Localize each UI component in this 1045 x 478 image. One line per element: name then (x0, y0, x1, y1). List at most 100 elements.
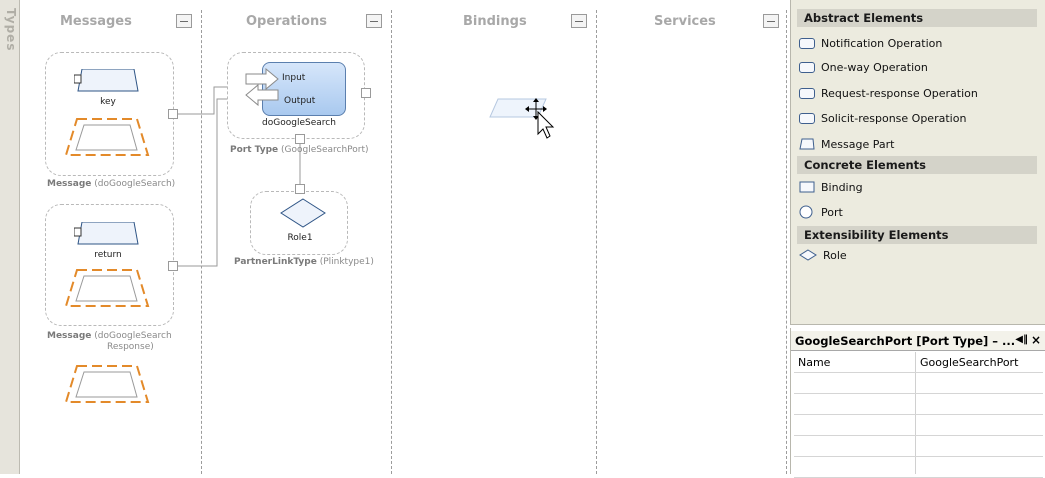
message-caption: Message (doGoogleSearch Response) (47, 331, 172, 353)
operation-icon (799, 112, 815, 124)
operations-header: Operations (246, 14, 327, 29)
operation-icon (799, 37, 815, 49)
column-divider (391, 10, 392, 474)
message-drop-slot[interactable] (62, 268, 152, 308)
caption-name: (doGoogleSearch) (94, 179, 176, 189)
message-caption: Message (doGoogleSearch) (47, 179, 175, 189)
pointer-cursor-icon (537, 110, 555, 139)
palette-panel: Abstract Elements Notification Operation… (790, 0, 1045, 325)
partnerlink-port-square[interactable] (295, 184, 305, 194)
operation-name: doGoogleSearch (262, 118, 336, 128)
property-row[interactable] (794, 436, 1043, 457)
message-drop-slot[interactable] (62, 117, 152, 157)
role-shape[interactable] (279, 198, 327, 228)
property-value[interactable] (916, 373, 920, 394)
porttype-port-square[interactable] (295, 134, 305, 144)
property-name (794, 436, 798, 457)
palette-item-label: Solicit-response Operation (821, 111, 967, 125)
palette-section-abstract[interactable]: Abstract Elements (797, 9, 1037, 27)
bindings-collapse-button[interactable] (571, 14, 587, 28)
palette-item-label: Port (821, 205, 843, 219)
caption-name: (Plinktype1) (319, 257, 374, 267)
new-message-drop-slot[interactable] (62, 364, 152, 404)
palette-item-label: Notification Operation (821, 36, 943, 50)
message-port-square[interactable] (168, 261, 178, 271)
operation-icon (799, 87, 815, 99)
property-value[interactable] (916, 457, 920, 478)
property-row[interactable]: Name GoogleSearchPort (794, 352, 1043, 373)
property-row[interactable] (794, 373, 1043, 394)
bindings-header: Bindings (463, 14, 527, 29)
palette-item-label: One-way Operation (821, 60, 928, 74)
role-label: Role1 (287, 233, 313, 243)
caption-kind: Port Type (230, 145, 279, 155)
types-label: Types (4, 8, 18, 52)
property-row[interactable] (794, 457, 1043, 478)
operation-icon (799, 61, 815, 73)
property-name (794, 457, 798, 478)
palette-item-label: Binding (821, 180, 863, 194)
binding-icon (799, 181, 815, 193)
property-row[interactable] (794, 394, 1043, 415)
messages-collapse-button[interactable] (176, 14, 192, 28)
message-part-label: return (94, 250, 122, 260)
caption-kind: Message (47, 331, 92, 341)
column-divider (596, 10, 597, 474)
message-part-icon (799, 138, 815, 150)
property-value[interactable] (916, 415, 920, 436)
properties-panel: GoogleSearchPort [Port Type] – ... ◀‖ × … (790, 328, 1045, 478)
types-strip[interactable]: Types (0, 0, 20, 474)
porttype-port-square[interactable] (361, 88, 371, 98)
binding-drag-ghost[interactable] (488, 96, 558, 140)
palette-item-notification-operation[interactable]: Notification Operation (799, 34, 942, 52)
close-icon[interactable]: × (1030, 333, 1041, 347)
services-header: Services (654, 14, 716, 29)
palette-item-role[interactable]: Role (799, 246, 847, 264)
partnerlinktype-caption: PartnerLinkType (Plinktype1) (234, 257, 374, 267)
property-name (794, 415, 798, 436)
caption-name: (doGoogleSearch (94, 331, 172, 341)
palette-item-binding[interactable]: Binding (799, 178, 863, 196)
operation-node[interactable] (262, 62, 346, 116)
palette-section-extensibility[interactable]: Extensibility Elements (797, 226, 1037, 244)
property-name (794, 373, 798, 394)
operation-input-label: Input (282, 73, 306, 83)
palette-item-port[interactable]: Port (799, 203, 843, 221)
message-part-label: key (100, 97, 116, 107)
property-row[interactable] (794, 415, 1043, 436)
property-value[interactable] (916, 394, 920, 415)
palette-item-solicit-response-operation[interactable]: Solicit-response Operation (799, 109, 966, 127)
properties-title-bar[interactable]: GoogleSearchPort [Port Type] – ... ◀‖ × (791, 331, 1045, 351)
messages-header: Messages (60, 14, 132, 29)
property-value[interactable] (916, 436, 920, 457)
palette-item-one-way-operation[interactable]: One-way Operation (799, 58, 928, 76)
message-part-shape[interactable] (74, 222, 140, 246)
palette-item-label: Message Part (821, 137, 895, 151)
palette-item-request-response-operation[interactable]: Request-response Operation (799, 84, 978, 102)
caption-name-line2: Response) (107, 342, 154, 352)
property-name: Name (798, 356, 831, 369)
role-icon (799, 249, 817, 261)
palette-section-concrete[interactable]: Concrete Elements (797, 156, 1037, 174)
message-part-shape[interactable] (74, 69, 140, 93)
properties-title: GoogleSearchPort [Port Type] – ... (795, 334, 1016, 348)
operations-collapse-button[interactable] (366, 14, 382, 28)
column-divider (786, 10, 787, 474)
port-icon (799, 205, 813, 219)
column-separator (915, 352, 916, 474)
caption-kind: Message (47, 179, 92, 189)
services-collapse-button[interactable] (763, 14, 779, 28)
palette-item-label: Role (823, 248, 847, 262)
caption-name: (GoogleSearchPort) (281, 145, 369, 155)
message-port-square[interactable] (168, 109, 178, 119)
column-divider (201, 10, 202, 474)
palette-item-message-part[interactable]: Message Part (799, 135, 894, 153)
operation-arrows (245, 68, 279, 107)
porttype-caption: Port Type (GoogleSearchPort) (230, 145, 369, 155)
property-value[interactable]: GoogleSearchPort (920, 356, 1019, 369)
palette-item-label: Request-response Operation (821, 86, 978, 100)
operation-output-label: Output (284, 96, 316, 106)
caption-kind: PartnerLinkType (234, 257, 317, 267)
panel-menu-icon[interactable]: ◀‖ (1015, 334, 1028, 345)
property-name (794, 394, 798, 415)
